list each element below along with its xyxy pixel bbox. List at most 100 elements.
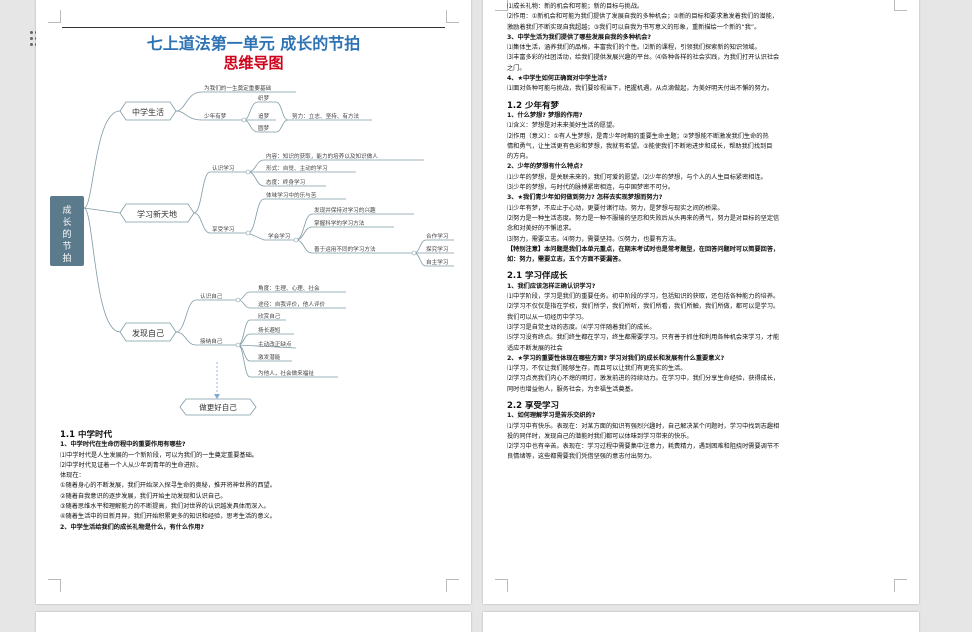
margin-corner — [495, 579, 508, 592]
body-line: ⑴中学阶段，学习是我们的重要任务。初中阶段的学习，包括知识的获取，还包括各种能力… — [507, 293, 780, 301]
question-line: 1、我们应该怎样正确认识学习? — [507, 282, 596, 290]
body-line: ⑵作用（意义）：①有人生梦想，是青少年时期的重要生命主题；②梦想能不断激发我们生… — [507, 132, 769, 140]
body-line: 情和勇气，让生活更有色彩和梦想，我就有希望。③能使我们不断地进步和成长，帮助我们… — [507, 142, 773, 150]
body-line: 的方向。 — [507, 153, 532, 161]
question-line: 1、如何理解学习是苦乐交织的? — [507, 412, 596, 420]
mindmap-leaf: 享受学习 — [212, 225, 234, 233]
mindmap-leaf: 自主学习 — [426, 258, 448, 266]
body-line: ⑴中学时代是人生发展的一个新阶段，可以为我们的一生奠定重要基础。 — [60, 451, 258, 459]
mindmap-leaf: 扬长避短 — [258, 326, 281, 334]
margin-corner — [495, 0, 508, 11]
mindmap-leaf: 掌握科学的学习方法 — [314, 219, 365, 227]
document-page-right: ⑴成长礼物：新的机会和可能；新的目标与挑战。⑵作用：①新机会和可能为我们提供了发… — [483, 0, 919, 604]
question-line: 如：努力，需要立志，五个方面不要漏答。 — [507, 256, 625, 264]
body-line: ⑵作用：①新机会和可能为我们提供了发展自我的多种机会；②新的目标和要求激发着我们… — [507, 13, 778, 21]
body-line: ⑸学习没有终点。我们终生都在学习，终生都需要学习。只有善于抓住和利用各种机会来学… — [507, 334, 780, 342]
document-subtitle: 思维导图 — [223, 54, 284, 72]
question-line: 2、★学习的重要性体现在哪些方面? 学习对我们的成长和发展有什么重要意义? — [507, 354, 725, 362]
body-line: ⑶学习是自觉主动的态度。⑷学习伴随着我们的成长。 — [507, 323, 656, 331]
body-line: ⑴学习，不仅让我们能够生存，而且可以让我们有更充实的生活。 — [507, 365, 687, 373]
body-line: ⑶丰富多彩的社团活动，给我们提供发展兴趣的平台。⑷各种各样的社会实践，为我们打开… — [507, 54, 780, 62]
body-line: 我们可以从一切经历中学习。 — [507, 313, 588, 321]
body-line: ⑴少年有梦，不应止于心动，更要付诸行动。努力，是梦想与现实之间的桥梁。 — [507, 204, 724, 212]
body-line: ⑵学习点亮我们内心不熄的明灯，激发前进的持续动力。在学习中，我们分享生命经验，获… — [507, 375, 780, 383]
question-line: 1、什么梦想? 梦想的作用? — [507, 111, 583, 119]
mindmap-leaf: 发现并保持对学习的兴趣 — [314, 206, 376, 214]
body-line: ⑵中学时代见证着一个人从少年到青年的生命进阶。 — [60, 461, 203, 469]
body-line: 念和对美好的不懈追求。 — [507, 225, 576, 233]
mindmap-leaf: 学会学习 — [268, 232, 290, 240]
branch-label: 发现自己 — [132, 328, 164, 338]
mind-map: 成 长 的 节 拍 中学生活 学习新天地 发现自己 为我们的一生奠定重要基础 少… — [50, 84, 454, 416]
question-line: 1、中学时代在生命历程中的重要作用有哪些? — [60, 441, 186, 449]
branch-label: 学习新天地 — [137, 209, 177, 219]
body-line: ⑶努力，需要立志。⑷努力，需要坚持。⑸努力，也要有方法。 — [507, 235, 681, 243]
mindmap-leaf: 探究学习 — [426, 245, 448, 253]
body-line: ⑴学习中有快乐。表现在：对某方面的知识有强烈兴趣时，自己解决某个问题时，学习中找… — [507, 422, 780, 430]
question-line: 3、★我们青少年如何做到努力? 怎样去实现梦想而努力? — [507, 194, 663, 202]
mindmap-leaf: 认识学习 — [212, 164, 234, 172]
root-char: 长 — [62, 216, 71, 228]
body-line: ⑵学习不仅仅是指在学校，我们所学，我们所听，我们所看，我们所触，我们所做，都可以… — [507, 303, 780, 311]
body-line: 良情绪等，这些都需要我们凭借坚强的意志付出努力。 — [507, 453, 656, 461]
mindmap-leaf: 圆梦 — [258, 125, 270, 132]
question-line: 【特别注意】本问题是我们本单元重点，在期末考试时也是常考题型，在回答问题时可以简… — [507, 245, 780, 253]
mindmap-leaf: 努力：立志、坚持、有方法 — [292, 112, 360, 120]
body-line: ①随着身心的不断发展，我们开始深入探寻生命的奥秘，推开将神世界的西望。 — [60, 482, 276, 490]
margin-corner — [446, 579, 459, 592]
section-heading: 2.1 学习伴成长 — [507, 271, 568, 282]
root-char: 拍 — [62, 252, 71, 264]
mindmap-leaf: 角度：生理、心理、社会 — [258, 284, 320, 292]
mindmap-leaf: 追梦 — [258, 112, 270, 120]
body-line: 适应不断发展的社会 — [507, 344, 563, 352]
mindmap-leaf: 为我们的一生奠定重要基础 — [204, 84, 272, 92]
question-line: 4、★中学生如何正确面对中学生活? — [507, 75, 608, 83]
body-line: ⑴含义：梦想是对未来美好生活的愿望。 — [507, 122, 619, 130]
root-char: 成 — [62, 204, 71, 216]
body-line: ⑴面对各种可能与挑战，我们要珍视当下，把握机遇，从点滴做起，为美好明天付出不懈的… — [507, 85, 774, 93]
mindmap-leaf: 途径：自我评价，他人评价 — [258, 300, 326, 308]
body-line: ⑴集体生活，涵养我们的品格，丰富我们的个性。⑵新的课程，引领我们探索新的知识领域… — [507, 44, 761, 52]
root-char: 的 — [62, 228, 71, 240]
mindmap-leaf: 接纳自己 — [200, 337, 223, 345]
mindmap-leaf: 善于运用不同的学习方法 — [314, 245, 376, 253]
section-heading: 1.1 中学时代 — [60, 430, 113, 440]
mindmap-nodes: 成 长 的 节 拍 中学生活 学习新天地 发现自己 — [50, 101, 195, 342]
document-title: 七上道法第一单元 成长的节拍 — [146, 34, 361, 53]
right-body-text: ⑴成长礼物：新的机会和可能；新的目标与挑战。⑵作用：①新机会和可能为我们提供了发… — [507, 2, 902, 463]
margin-corner — [894, 0, 907, 11]
mindmap-leaf: 形式：自觉、主动的学习 — [266, 164, 328, 172]
document-page-next-left — [36, 612, 471, 632]
mindmap-leaf: 体味学习中的乐与苦 — [266, 191, 317, 199]
branch-label: 中学生活 — [132, 107, 164, 117]
end-node — [179, 398, 257, 416]
body-line: 投的同伴时，发现自己的潜能时我们都可以体味到学习带来的快乐。 — [507, 432, 693, 440]
body-line: ③随着思维水平和理解能力的不断提高，我们对世界的认识越发具体而深入。 — [60, 503, 270, 511]
question-line: 3、中学生活为我们提供了哪些发展自我的多种机会? — [507, 33, 652, 41]
mindmap-leaf: 为他人，社会做来福祉 — [258, 369, 314, 377]
body-line: 同时也增益他人，服务社会，为幸福生活奠基。 — [507, 385, 637, 393]
section-heading: 1.2 少年有梦 — [507, 100, 560, 111]
root-node — [50, 196, 84, 266]
margin-corner — [48, 10, 61, 23]
mindmap-leaf: 合作学习 — [426, 232, 448, 240]
body-line: 激励着我们不断实现自我超越；③我们可以自我为书写意义的形象，重新描绘一个新的“我… — [507, 23, 761, 31]
mindmap-leaf: 少年有梦 — [204, 112, 227, 120]
end-node-label: 做更好自己 — [199, 402, 237, 412]
margin-corner — [48, 579, 61, 592]
body-line: ④随着生活中的日新月异，我们开始积累更多的知识和经验，思考生活的意义。 — [60, 513, 276, 521]
body-line: 体现在： — [60, 472, 85, 480]
section-heading: 2.2 享受学习 — [507, 400, 560, 411]
body-line: ⑵努力是一种生活态度。努力是一种不服输的坚忍和失败后从头再来的勇气，努力是对目标… — [507, 214, 780, 222]
body-line: 之门。 — [507, 64, 526, 72]
mindmap-leaf: 认识自己 — [200, 292, 223, 300]
mindmap-leaf: 激发潜能 — [258, 353, 281, 361]
question-line: 2、中学生活给我们的成长礼物是什么，有什么作用? — [60, 523, 205, 531]
body-line: ⑴少年的梦想，是关联未来的，我们可爱的愿望。⑵少年的梦想，与个人的人生目标紧密相… — [507, 173, 767, 181]
mindmap-leaf: 主动改正缺点 — [258, 340, 292, 348]
document-page-next-right — [483, 612, 919, 632]
mindmap-leaf: 织梦 — [258, 94, 270, 102]
mindmap-leaf: 欣赏自己 — [258, 312, 281, 320]
mindmap-leaf: 态度：终身学习 — [266, 178, 305, 186]
